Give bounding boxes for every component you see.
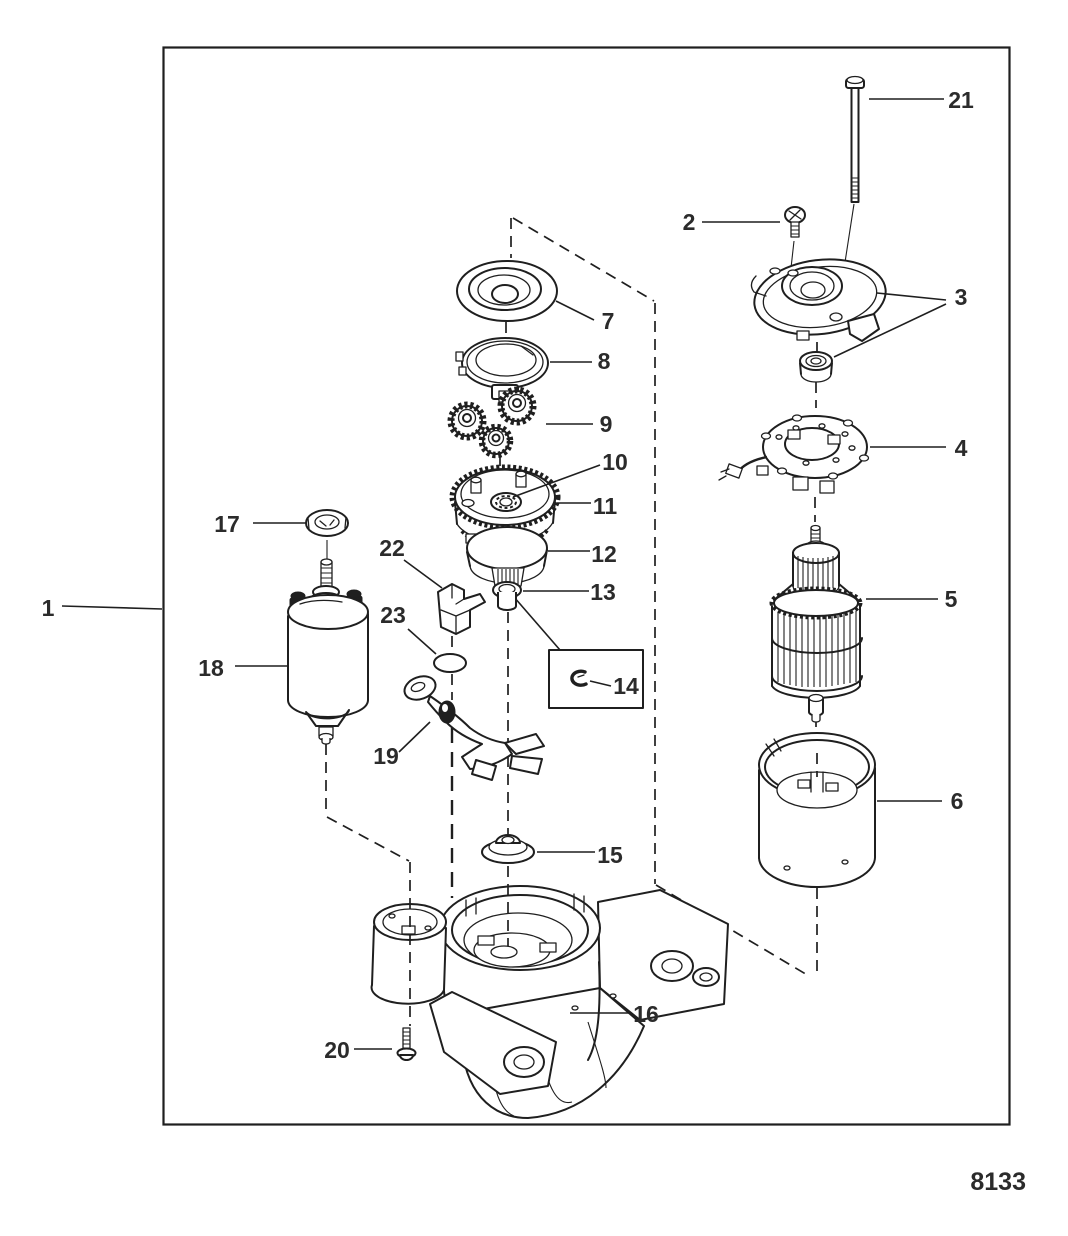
part-23-washer [433,653,467,673]
screw-alignment-line [790,240,795,269]
callout-15: 15 [537,842,623,868]
callout-9-label: 9 [600,411,613,437]
callout-6: 6 [877,788,963,814]
callout-20: 20 [324,1037,392,1063]
callout-21: 21 [869,87,974,113]
part-3-bushing [799,351,833,383]
callout-1: 1 [42,595,163,621]
callout-16: 16 [570,1001,659,1027]
brush-1 [792,476,809,491]
figure-code: 8133 [970,1168,1026,1196]
part-3-end-cap [750,258,887,342]
callout-19-label: 19 [373,743,399,769]
part-12-drive-clutch [465,526,548,587]
callout-7: 7 [555,300,615,334]
callout-17-label: 17 [214,511,240,537]
callouts: 1 2 3 4 5 6 7 8 [42,87,974,1063]
part-16-drive-end-housing [370,885,729,1119]
part-6-frame [758,732,877,889]
planet-gear-1 [447,401,487,441]
callout-13: 13 [523,579,616,605]
part-17-nut [305,509,349,537]
part-9-planet-gears [447,386,537,459]
part-14-retaining-clip [570,669,588,687]
callout-20-label: 20 [324,1037,350,1063]
callout-2: 2 [683,209,780,235]
callout-18-label: 18 [198,655,224,681]
part-13-stop-collar [492,581,522,611]
housing-axis-overlays [409,728,509,1026]
wire-terminal [725,463,743,479]
callout-18: 18 [198,655,287,681]
callout-23: 23 [380,602,437,655]
callout-8-label: 8 [598,348,611,374]
callout-6-label: 6 [951,788,964,814]
callout-14-label: 14 [613,673,639,699]
part-15-grommet [481,834,535,864]
callout-17: 17 [214,511,306,537]
part-22-plunger-link [437,583,486,635]
callout-3: 3 [833,284,968,358]
callout-10-label: 10 [602,449,628,475]
callout-8: 8 [550,348,611,374]
callout-11: 11 [557,493,617,519]
part-7-thrust-washer [456,260,558,322]
callout-4: 4 [870,435,968,461]
callout-7-label: 7 [602,308,615,334]
callout-12: 12 [548,541,617,567]
callout-16-label: 16 [633,1001,659,1027]
part-21-through-bolt [845,75,865,203]
callout-22-label: 22 [379,535,405,561]
callout-14: 14 [589,673,639,699]
planet-gear-3 [478,423,514,459]
part-14-retaining-clip-box [548,649,644,709]
callout-4-label: 4 [955,435,968,461]
callout-5: 5 [866,586,958,612]
inset-box [548,649,644,709]
callout-9: 9 [546,411,612,437]
callout-2-label: 2 [683,209,696,235]
callout-15-label: 15 [597,842,623,868]
callout-11-label: 11 [593,493,618,519]
callout-23-label: 23 [380,602,406,628]
callout-10: 10 [512,449,628,498]
diagram-border [162,46,1011,1126]
clip-reference-line [513,596,561,651]
planet-gear-2 [497,386,537,426]
callout-12-label: 12 [591,541,617,567]
part-20-screw [396,1027,417,1061]
part-19-shift-lever [403,675,545,781]
part-8-ring-gear [455,337,549,403]
callout-19: 19 [373,721,431,769]
callout-3-label: 3 [955,284,968,310]
part-2-screw [784,206,806,238]
callout-5-label: 5 [945,586,958,612]
callout-1-label: 1 [42,595,55,621]
callout-22: 22 [379,535,443,589]
part-18-solenoid [287,558,369,745]
brush-2 [819,480,835,494]
callout-21-label: 21 [948,87,974,113]
callout-13-label: 13 [590,579,616,605]
part-4-brush-plate [718,414,870,494]
part-5-armature [769,524,863,723]
